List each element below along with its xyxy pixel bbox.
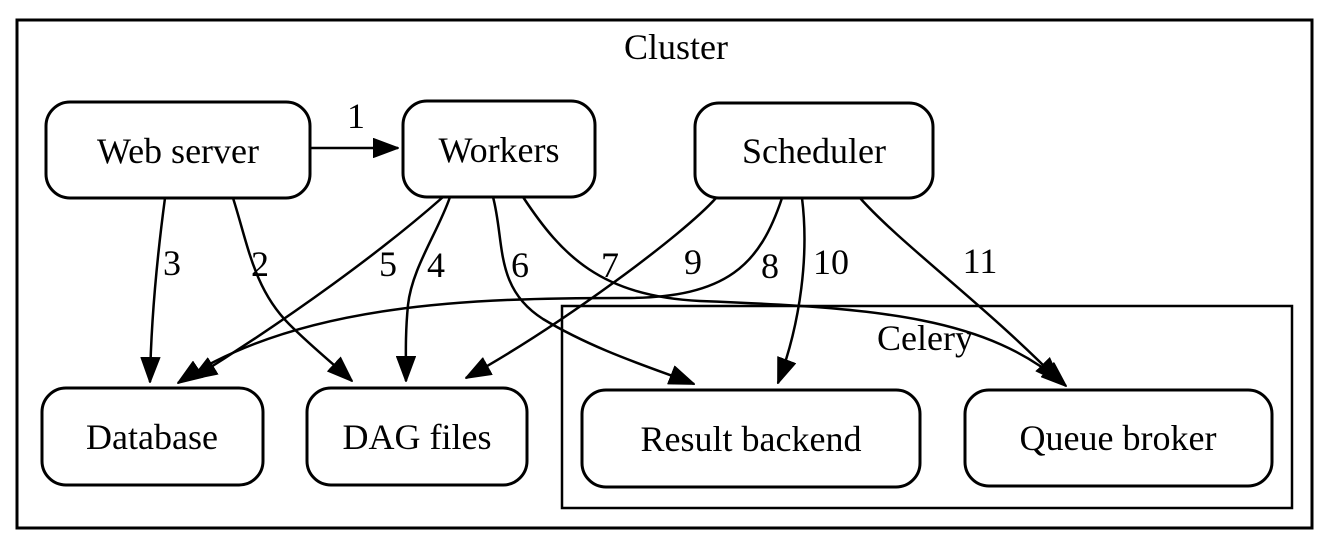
edge-label-11: 11: [963, 241, 998, 281]
node-database: Database: [40, 386, 265, 487]
edge-label-9: 9: [684, 242, 702, 282]
node-workers-label: Workers: [438, 130, 559, 170]
node-workers: Workers: [401, 99, 597, 199]
edge-webserver-database: [150, 197, 167, 382]
cluster-group-label: Cluster: [624, 27, 728, 67]
node-queue-broker: Queue broker: [963, 388, 1274, 488]
node-scheduler: Scheduler: [693, 101, 935, 200]
node-dag-files-box: [305, 386, 529, 487]
edge-workers-dagfiles: [406, 196, 452, 381]
node-workers-box: [401, 99, 597, 199]
edge-label-6: 6: [511, 245, 529, 285]
node-database-box: [40, 386, 265, 487]
edge-label-2: 2: [251, 244, 269, 284]
node-web-server-label: Web server: [97, 131, 259, 171]
edge-label-8: 8: [761, 246, 779, 286]
node-database-label: Database: [86, 417, 218, 457]
node-web-server: Web server: [44, 100, 312, 200]
node-result-backend-label: Result backend: [641, 419, 862, 459]
edge-scheduler-resultbackend: [776, 197, 806, 383]
edge-webserver-dagfiles: [231, 197, 352, 381]
edge-scheduler-queuebroker: [859, 197, 1060, 382]
node-web-server-box: [44, 100, 312, 200]
edge-label-1: 1: [347, 96, 365, 136]
celery-group-box: [560, 304, 1294, 510]
edge-workers-queuebroker: [521, 196, 1066, 386]
node-scheduler-label: Scheduler: [742, 131, 886, 171]
node-result-backend-box: [580, 388, 922, 489]
celery-group-label: Celery: [877, 318, 973, 358]
node-queue-broker-box: [963, 388, 1274, 488]
node-result-backend: Result backend: [580, 388, 922, 489]
node-dag-files-label: DAG files: [343, 417, 492, 457]
node-dag-files: DAG files: [305, 386, 529, 487]
edge-scheduler-dagfiles: [466, 197, 717, 378]
edge-workers-resultbackend: [491, 196, 694, 386]
edge-label-3: 3: [163, 243, 181, 283]
edge-label-10: 10: [813, 242, 849, 282]
edge-scheduler-database: [178, 197, 784, 383]
node-queue-broker-label: Queue broker: [1020, 418, 1217, 458]
node-scheduler-box: [693, 101, 935, 200]
edge-label-4: 4: [427, 245, 445, 285]
cluster-group-box: [15, 18, 1314, 530]
edge-label-7: 7: [601, 245, 619, 285]
edge-label-5: 5: [379, 244, 397, 284]
